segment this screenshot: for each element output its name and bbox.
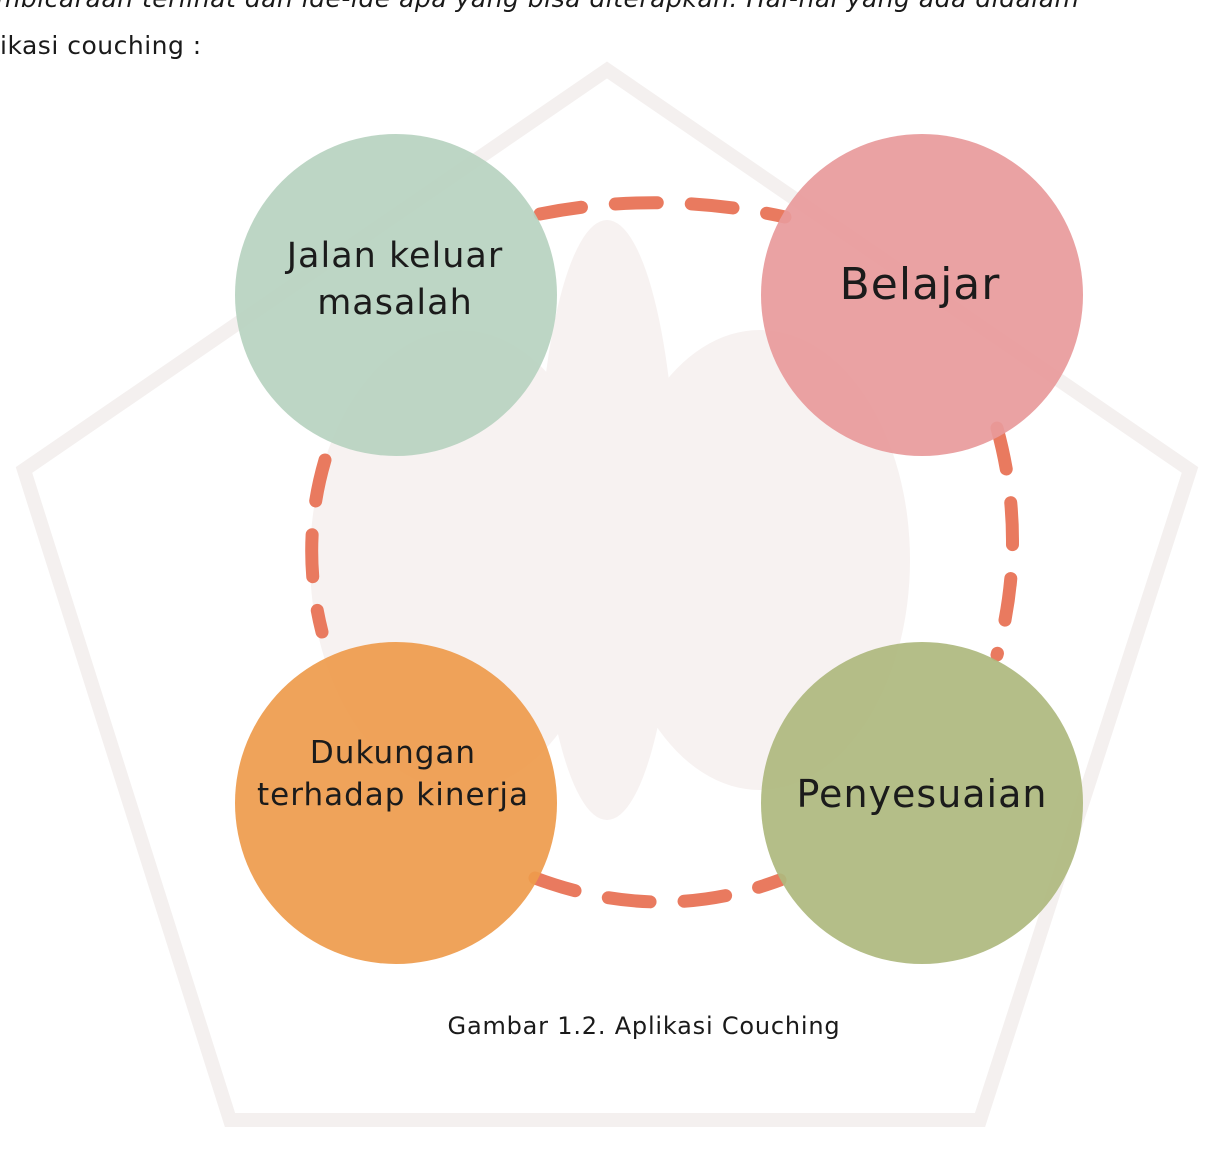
node-label-penyesuaian: Penyesuaian [762,745,1082,845]
connector-top [533,196,792,224]
circle-belajar [761,134,1083,456]
node-label-line: masalah [317,283,473,323]
node-label-dukungan-terhadap-kinerja: Dukungan terhadap kinerja [233,720,553,830]
node-label-jalan-keluar-masalah: Jalan keluar masalah [245,220,545,340]
node-label-line: Dukungan [309,735,477,772]
node-label-line: Penyesuaian [796,772,1048,817]
paragraph-line-2: ikasi couching : [0,31,202,60]
node-label-line: Jalan keluar [286,235,504,276]
connector-right [990,421,1019,662]
paragraph-line-1: mbicaraan terlihat dan ide-ide apa yang … [0,0,1079,13]
node-label-line: terhadap kinerja [257,777,529,813]
connector-bottom [528,871,787,909]
circle-jalan-keluar-masalah [235,134,557,456]
connector-left [305,453,332,639]
figure-caption: Gambar 1.2. Aplikasi Couching [447,1012,841,1040]
circle-dukungan-terhadap-kinerja [235,642,557,964]
node-label-belajar: Belajar [770,230,1070,340]
connector-lines [305,196,1019,909]
node-label-line: Belajar [839,259,1001,311]
circle-penyesuaian [761,642,1083,964]
